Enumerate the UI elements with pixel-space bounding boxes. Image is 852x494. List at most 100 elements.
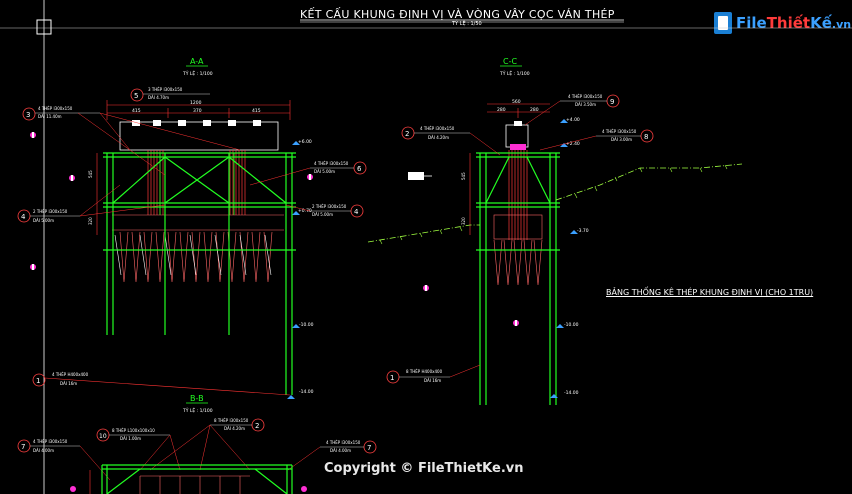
aa-pile-tips (119, 231, 273, 283)
aa-pile-row (112, 214, 284, 231)
svg-text:4 THÉP I300x150: 4 THÉP I300x150 (326, 440, 361, 445)
svg-text:4 THÉP I300x150: 4 THÉP I300x150 (568, 94, 603, 99)
callout-aa-c5: 5 3 THÉP I300x150 DÀI 4.70m (130, 87, 210, 102)
callout-aa-c4: 4 2 THÉP I300x150 DÀI 5.00m (17, 209, 80, 223)
svg-text:DÀI 4.20m: DÀI 4.20m (224, 426, 245, 431)
section-cc-label: C-C (503, 57, 517, 66)
callout-bb-c10: 10 8 THÉP L100x100x10 DÀI 1.00m (96, 428, 170, 442)
svg-text:10: 10 (99, 433, 107, 440)
svg-text:DÀI 4.70m: DÀI 4.70m (148, 95, 169, 100)
drawing-title: KẾT CẤU KHUNG ĐỊNH VỊ VÀ VÒNG VÂY CỌC VÁ… (300, 8, 615, 21)
svg-text:DÀI 11.40m: DÀI 11.40m (38, 114, 62, 119)
section-aa-scale: TỶ LỆ : 1/100 (182, 69, 213, 77)
callout-cc-c2: 2 4 THÉP I300x150 DÀI 4.20m (401, 126, 501, 156)
callout-cc-c9: 9 4 THÉP I300x150 DÀI 3.50m (524, 94, 620, 126)
svg-text:2 THÉP I300x150: 2 THÉP I300x150 (33, 209, 68, 214)
svg-text:5: 5 (134, 92, 138, 100)
cc-pile-cap (505, 124, 529, 148)
level-aa-top: +6.00 (298, 139, 312, 145)
svg-text:DÀI 5.00m: DÀI 5.00m (33, 218, 54, 223)
dim-cc-b: 280 (530, 107, 539, 113)
svg-text:DÀI 4.20m: DÀI 4.20m (428, 135, 449, 140)
copyright-watermark: Copyright © FileThietKe.vn (324, 461, 524, 476)
dim-aa-c: 415 (252, 108, 261, 114)
dim-aa-b: 370 (193, 108, 202, 114)
svg-text:1: 1 (390, 374, 394, 382)
svg-text:DÀI 16m: DÀI 16m (60, 381, 77, 386)
bb-frame (101, 464, 293, 494)
dim-aa-total: 1200 (190, 100, 202, 106)
cc-sheet-piles (508, 150, 528, 240)
svg-text:2 THÉP I300x150: 2 THÉP I300x150 (312, 204, 347, 209)
svg-text:DÀI 4.00m: DÀI 4.00m (330, 448, 351, 453)
svg-text:DÀI 5.00m: DÀI 5.00m (312, 212, 333, 217)
svg-text:DÀI 3.00m: DÀI 3.00m (611, 137, 632, 142)
aa-pile-cap (119, 121, 279, 151)
aa-bolts (132, 120, 261, 126)
svg-text:4 THÉP I300x150: 4 THÉP I300x150 (420, 126, 455, 131)
cc-frame (476, 152, 560, 405)
level-aa-tip: -14.00 (299, 389, 314, 395)
svg-text:8 THÉP I300x150: 8 THÉP I300x150 (214, 418, 249, 423)
svg-text:DÀI 1.00m: DÀI 1.00m (120, 436, 141, 441)
svg-text:2: 2 (255, 422, 259, 430)
svg-text:4 THÉP I300x150: 4 THÉP I300x150 (33, 439, 68, 444)
steel-table-title: BẢNG THỐNG KÊ THÉP KHUNG ĐỊNH VỊ (CHO 1T… (606, 288, 814, 297)
svg-text:DÀI 4.00m: DÀI 4.00m (33, 448, 54, 453)
svg-text:DÀI 16m: DÀI 16m (424, 378, 441, 383)
logo-icon (714, 12, 732, 34)
svg-text:8 THÉP L100x100x10: 8 THÉP L100x100x10 (112, 428, 155, 433)
svg-text:545: 545 (88, 170, 93, 178)
dim-aa-a: 415 (132, 108, 141, 114)
callout-aa-c3: 3 4 THÉP I300x150 DÀI 11.40m (22, 106, 166, 176)
svg-text:4 THÉP I300x150: 4 THÉP I300x150 (602, 129, 637, 134)
svg-text:DÀI 5.00m: DÀI 5.00m (314, 169, 335, 174)
dim-cc-a: 280 (497, 107, 506, 113)
svg-text:8 THÉP H400x400: 8 THÉP H400x400 (406, 369, 443, 374)
svg-text:4 THÉP I300x150: 4 THÉP I300x150 (38, 106, 73, 111)
level-cc-top: +2.40 (566, 141, 580, 147)
svg-text:320: 320 (461, 217, 466, 225)
section-bb-scale: TỶ LỆ : 1/100 (182, 406, 213, 414)
callout-aa-c4r: 4 2 THÉP I300x150 DÀI 5.00m (308, 204, 364, 218)
dim-cc-total: 560 (512, 99, 521, 105)
cc-cap-band (510, 144, 526, 150)
level-aa-bot: -10.00 (299, 322, 314, 328)
svg-text:3: 3 (26, 111, 30, 119)
svg-text:2: 2 (405, 130, 409, 138)
level-cc-low: -10.00 (564, 322, 579, 328)
level-cc-mid: -3.70 (577, 228, 589, 234)
svg-text:3 THÉP I300x150: 3 THÉP I300x150 (148, 87, 183, 92)
level-cc-top2: +4.00 (566, 117, 580, 123)
level-aa-mid: +0.70 (298, 208, 312, 214)
drawing-scale: TỶ LỆ : 1/50 (452, 21, 482, 27)
callout-aa-c1: 1 4 THÉP H400x400 DÀI 16m (32, 372, 89, 387)
svg-text:4: 4 (21, 213, 26, 221)
svg-text:4: 4 (354, 208, 359, 216)
cc-section-mark (408, 172, 424, 180)
svg-text:6: 6 (357, 165, 362, 173)
svg-text:DÀI 3.50m: DÀI 3.50m (575, 102, 596, 107)
section-cc-scale: TỶ LỆ : 1/100 (499, 69, 530, 77)
origin-marker (36, 19, 52, 35)
section-aa-label: A-A (190, 57, 204, 66)
svg-text:7: 7 (21, 443, 25, 451)
callout-bb-c7r: 7 4 THÉP I300x150 DÀI 4.00m (320, 440, 377, 454)
aa-frame (103, 152, 296, 395)
callout-bb-c7: 7 4 THÉP I300x150 DÀI 4.00m (17, 439, 111, 481)
svg-text:4 THÉP H400x400: 4 THÉP H400x400 (52, 372, 89, 377)
svg-text:4 THÉP I300x150: 4 THÉP I300x150 (314, 161, 349, 166)
callout-aa-c6: 6 4 THÉP I300x150 DÀI 5.00m (249, 161, 367, 186)
svg-text:9: 9 (610, 98, 614, 106)
callout-bb-c2: 2 8 THÉP I300x150 DÀI 4.20m (210, 418, 265, 432)
section-bb-label: B-B (190, 394, 204, 403)
svg-text:545: 545 (461, 172, 466, 180)
level-cc-tip: -14.00 (564, 390, 579, 396)
callout-cc-c1: 1 8 THÉP H400x400 DÀI 16m (386, 364, 481, 384)
svg-text:320: 320 (88, 217, 93, 225)
svg-text:8: 8 (644, 133, 648, 141)
callout-cc-c8: 8 4 THÉP I300x150 DÀI 3.00m (539, 129, 654, 151)
svg-text:7: 7 (367, 444, 371, 452)
